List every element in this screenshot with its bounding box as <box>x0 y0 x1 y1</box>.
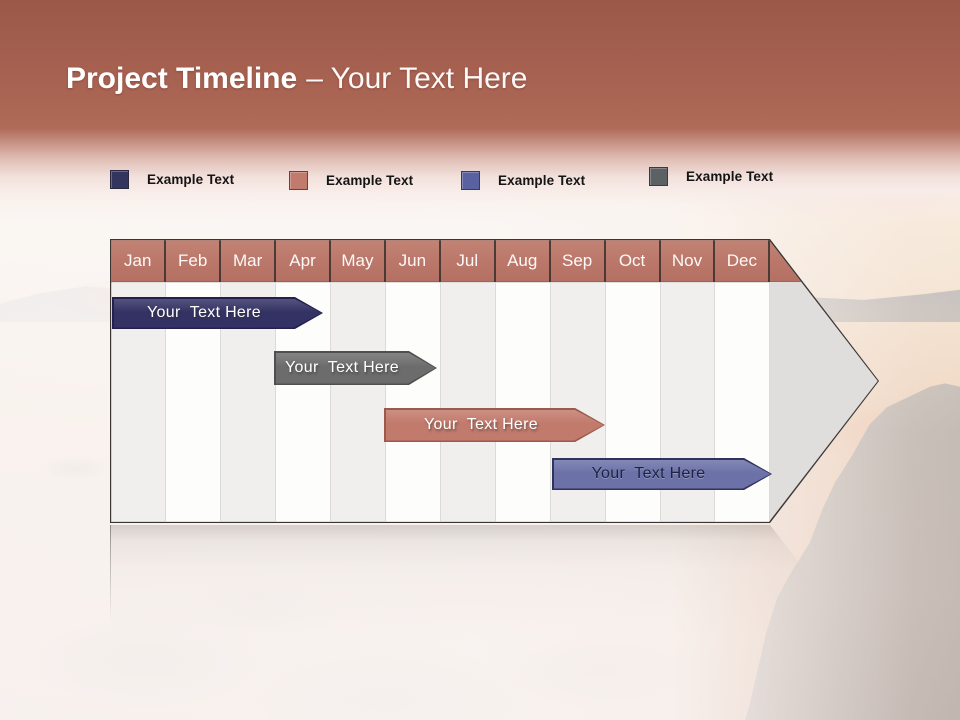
legend-label: Example Text <box>147 172 235 187</box>
month-column <box>495 283 551 522</box>
legend-swatch-purple <box>461 171 480 190</box>
slide-title: Project Timeline– Your Text Here <box>66 60 527 98</box>
task-bar-label: Your Text Here <box>424 416 538 433</box>
legend-item: Example Text <box>461 171 585 190</box>
task-bar-label: Your Text Here <box>285 359 399 376</box>
task-bar-label: Your Text Here <box>591 465 706 482</box>
task-bar: Your Text Here <box>384 408 605 442</box>
task-bar-fill <box>553 459 771 489</box>
legend-item: Example Text <box>110 170 234 189</box>
month-column <box>385 283 441 522</box>
month-cell: Nov <box>661 240 716 283</box>
task-bar: Your Text Here <box>552 458 772 490</box>
task-bar-label: Your Text Here <box>147 304 261 321</box>
task-bar-fill <box>385 409 604 441</box>
timeline-month-row: Jan Feb Mar Apr May Jun Jul Aug Sep Oct … <box>111 240 771 283</box>
legend-item: Example Text <box>649 167 773 186</box>
month-cell: Aug <box>496 240 551 283</box>
timeline-reflection-edge <box>110 525 111 620</box>
legend-swatch-gray <box>649 167 668 186</box>
task-bar: Your Text Here <box>274 351 437 385</box>
task-bar-fill <box>113 298 322 328</box>
month-cell: Dec <box>715 240 771 283</box>
legend-label: Example Text <box>498 173 586 188</box>
timeline-arrow-body: Jan Feb Mar Apr May Jun Jul Aug Sep Oct … <box>111 240 878 522</box>
month-cell: Feb <box>166 240 222 283</box>
legend-label: Example Text <box>326 173 414 188</box>
title-text-light: – Your Text Here <box>306 62 528 95</box>
month-cell: Apr <box>276 240 331 283</box>
month-cell: Jun <box>386 240 441 283</box>
month-cell: Mar <box>221 240 277 283</box>
month-cell: Oct <box>606 240 661 283</box>
month-cell: May <box>331 240 386 283</box>
month-cell: Sep <box>551 240 606 283</box>
legend-swatch-salmon <box>289 171 308 190</box>
task-bar: Your Text Here <box>112 297 323 329</box>
legend-swatch-navy <box>110 170 129 189</box>
title-text-bold: Project Timeline <box>66 62 298 95</box>
legend-label: Example Text <box>686 169 774 184</box>
timeline-arrow: Jan Feb Mar Apr May Jun Jul Aug Sep Oct … <box>110 239 879 523</box>
task-bar-fill <box>275 352 436 384</box>
month-column <box>330 283 386 522</box>
month-column <box>440 283 496 522</box>
timeline-reflection <box>110 525 879 720</box>
month-cell: Jan <box>111 240 167 283</box>
month-cell: Jul <box>441 240 496 283</box>
legend-item: Example Text <box>289 171 413 190</box>
